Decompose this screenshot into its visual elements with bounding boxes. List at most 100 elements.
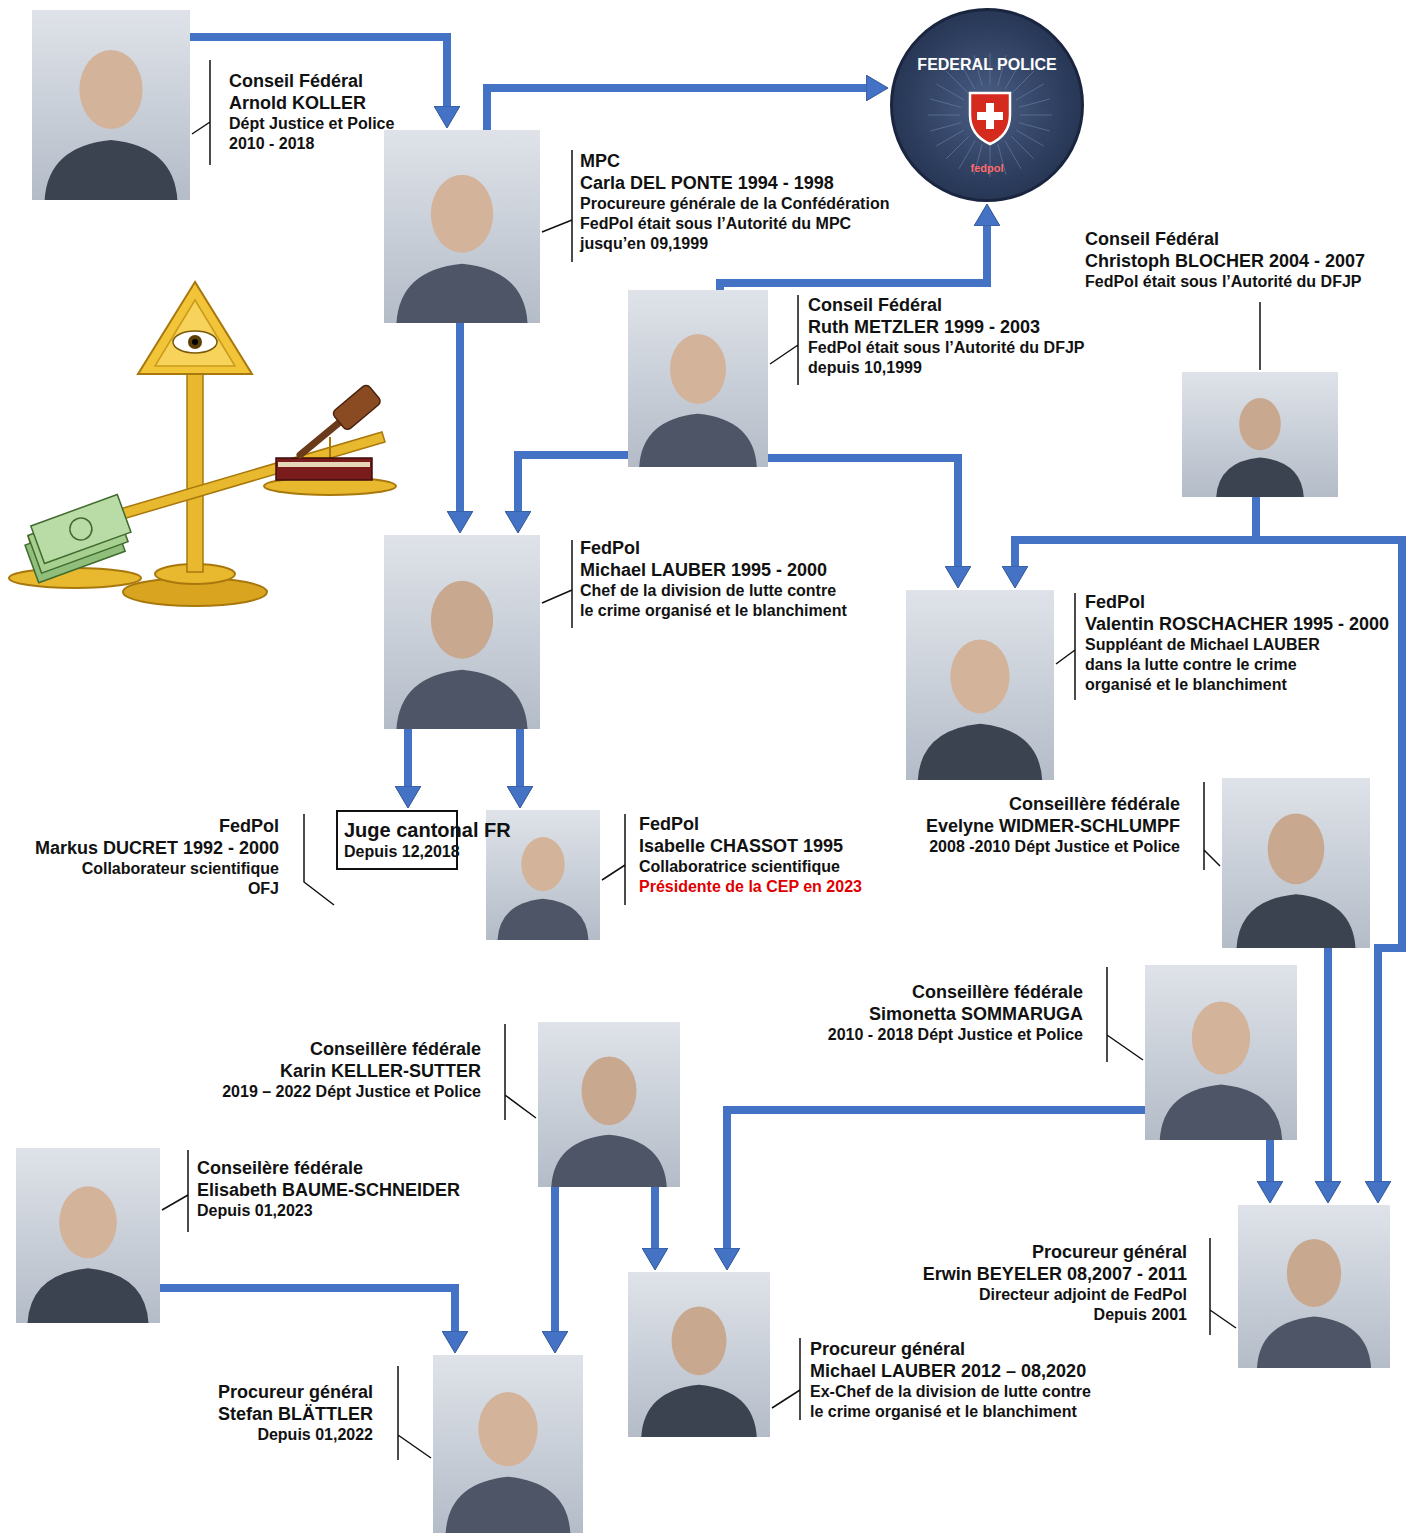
flow-arrow <box>551 1187 559 1337</box>
portrait-silhouette <box>1238 1205 1390 1368</box>
role-detail: Ex-Chef de la division de lutte contre l… <box>810 1382 1097 1422</box>
role-heading: FedPol <box>639 813 862 835</box>
role-heading: MPC <box>580 150 889 172</box>
portrait-photo <box>538 1022 680 1187</box>
role-detail: Procureure générale de la Confédération <box>580 194 889 214</box>
person-node: FedPolMichael LAUBER 1995 - 2000Chef de … <box>384 535 540 729</box>
text-group: Procureur généralErwin BEYELER 08,2007 -… <box>923 1241 1187 1325</box>
role-detail: FedPol était sous l’Autorité du DFJP <box>1085 272 1365 292</box>
person-name: Michael LAUBER 1995 - 2000 <box>580 559 850 581</box>
person-name: Stefan BLÄTTLER <box>218 1403 373 1425</box>
role-heading: Procureur général <box>923 1241 1187 1263</box>
person-node: MPCCarla DEL PONTE 1994 - 1998Procureure… <box>384 130 540 323</box>
flow-arrow <box>1324 948 1332 1187</box>
role-detail: Collaboratrice scientifique <box>639 857 862 877</box>
flow-arrow <box>516 729 524 792</box>
person-name: Elisabeth BAUME-SCHNEIDER <box>197 1179 460 1201</box>
text-group: Procureur généralMichael LAUBER 2012 – 0… <box>810 1338 1097 1422</box>
portrait-silhouette <box>628 1272 770 1437</box>
role-detail: Présidente de la CEP en 2023 <box>639 877 862 897</box>
portrait-photo <box>433 1355 583 1533</box>
text-group: Conseil FédéralRuth METZLER 1999 - 2003F… <box>808 294 1108 378</box>
text-group: Conseil FédéralChristoph BLOCHER 2004 - … <box>1085 228 1365 292</box>
role-detail: Collaborateur scientifique OFJ <box>69 859 279 899</box>
flow-arrow <box>160 1288 455 1337</box>
person-node: Conseillère fédéraleEvelyne WIDMER-SCHLU… <box>1222 778 1370 948</box>
role-detail: FedPol était sous l’Autorité du MPC jusq… <box>580 214 880 254</box>
person-name: Isabelle CHASSOT 1995 <box>639 835 862 857</box>
portrait-photo <box>384 130 540 323</box>
portrait-silhouette <box>906 590 1054 780</box>
person-name: Simonetta SOMMARUGA <box>828 1003 1083 1025</box>
flow-arrow <box>727 1110 1145 1254</box>
role-detail: Juge cantonal FR <box>344 818 450 842</box>
role-heading: Conseillère fédérale <box>926 793 1180 815</box>
portrait-silhouette <box>1182 372 1338 497</box>
portrait-photo <box>628 290 768 467</box>
portrait-silhouette <box>1145 965 1297 1140</box>
text-group: MPCCarla DEL PONTE 1994 - 1998Procureure… <box>580 150 889 254</box>
text-group: Conseilère fédéraleElisabeth BAUME-SCHNE… <box>197 1157 460 1221</box>
role-heading: FedPol <box>35 815 279 837</box>
role-heading: Procureur général <box>218 1381 373 1403</box>
flow-arrow <box>518 455 628 517</box>
person-name: Erwin BEYELER 08,2007 - 2011 <box>923 1263 1187 1285</box>
text-group: Conseillère fédéraleEvelyne WIDMER-SCHLU… <box>926 793 1180 857</box>
portrait-photo <box>628 1272 770 1437</box>
text-group: FedPolIsabelle CHASSOT 1995Collaboratric… <box>639 813 862 897</box>
role-detail: FedPol était sous l’Autorité du DFJP dep… <box>808 338 1108 378</box>
person-name: Markus DUCRET 1992 - 2000 <box>35 837 279 859</box>
flow-arrow <box>1015 497 1256 572</box>
role-heading: FedPol <box>1085 591 1389 613</box>
text-group: FedPolMichael LAUBER 1995 - 2000Chef de … <box>580 537 850 621</box>
role-heading: Conseil Fédéral <box>808 294 1108 316</box>
text-group: FedPolValentin ROSCHACHER 1995 - 2000Sup… <box>1085 591 1389 695</box>
role-detail: Directeur adjoint de FedPol Depuis 2001 <box>957 1285 1187 1325</box>
person-name: Carla DEL PONTE 1994 - 1998 <box>580 172 889 194</box>
person-node: Procureur généralStefan BLÄTTLERDepuis 0… <box>433 1355 583 1533</box>
person-name: Ruth METZLER 1999 - 2003 <box>808 316 1108 338</box>
role-detail: Depuis 12,2018 <box>344 842 450 862</box>
portrait-silhouette <box>384 535 540 729</box>
text-group: Conseil FédéralArnold KOLLERDépt Justice… <box>229 70 414 154</box>
person-node: Conseillère fédéraleKarin KELLER-SUTTER2… <box>538 1022 680 1187</box>
person-name: Michael LAUBER 2012 – 08,2020 <box>810 1360 1097 1382</box>
portrait-photo <box>1182 372 1338 497</box>
role-heading: Conseillère fédérale <box>828 981 1083 1003</box>
portrait-silhouette <box>16 1148 160 1323</box>
role-detail: Chef de la division de lutte contre le c… <box>580 581 850 621</box>
role-detail: Dépt Justice et Police 2010 - 2018 <box>229 114 414 154</box>
flow-arrow <box>456 323 464 517</box>
portrait-photo <box>384 535 540 729</box>
logo-text: FEDERAL POLICE <box>917 55 1056 75</box>
person-name: Christoph BLOCHER 2004 - 2007 <box>1085 250 1365 272</box>
role-heading: FedPol <box>580 537 850 559</box>
person-node: Conseilère fédéraleElisabeth BAUME-SCHNE… <box>16 1148 160 1323</box>
role-heading: Conseil Fédéral <box>229 70 414 92</box>
portrait-silhouette <box>628 290 768 467</box>
justice-scale <box>9 282 396 606</box>
text-group: Procureur généralStefan BLÄTTLERDepuis 0… <box>218 1381 373 1445</box>
person-name: Karin KELLER-SUTTER <box>222 1060 481 1082</box>
role-detail: Depuis 01,2022 <box>218 1425 373 1445</box>
role-detail: 2019 – 2022 Dépt Justice et Police <box>222 1082 481 1102</box>
role-detail: 2010 - 2018 Dépt Justice et Police <box>828 1025 1083 1045</box>
role-heading: Procureur général <box>810 1338 1097 1360</box>
flow-arrow <box>1266 1140 1274 1187</box>
portrait-photo <box>16 1148 160 1323</box>
portrait-silhouette <box>1222 778 1370 948</box>
text-group: Conseillère fédéraleSimonetta SOMMARUGA2… <box>828 981 1083 1045</box>
person-name: Valentin ROSCHACHER 1995 - 2000 <box>1085 613 1389 635</box>
text-group: Juge cantonal FRDepuis 12,2018 <box>344 818 450 862</box>
role-heading: Conseil Fédéral <box>1085 228 1365 250</box>
text-group: Conseillère fédéraleKarin KELLER-SUTTER2… <box>222 1038 481 1102</box>
portrait-photo <box>32 10 190 200</box>
text-group: FedPolMarkus DUCRET 1992 - 2000Collabora… <box>35 815 279 899</box>
role-box: FedPolMarkus DUCRET 1992 - 2000Collabora… <box>336 810 458 870</box>
portrait-photo <box>486 810 600 940</box>
role-heading: Conseilère fédérale <box>197 1157 460 1179</box>
logo-text: fedpol <box>971 161 1004 175</box>
role-detail: Suppléant de Michael LAUBER dans la lutt… <box>1085 635 1335 695</box>
flow-arrow <box>487 88 872 130</box>
portrait-silhouette <box>433 1355 583 1533</box>
